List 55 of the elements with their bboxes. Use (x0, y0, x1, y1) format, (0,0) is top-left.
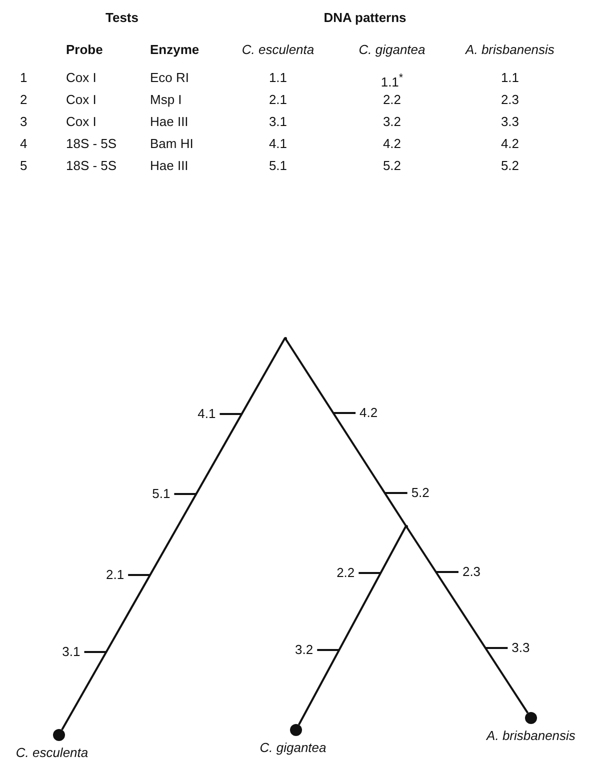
mutation-label: 4.1 (198, 406, 216, 422)
row-number: 5 (20, 158, 28, 174)
mutation-label: 2.1 (106, 567, 124, 583)
mutation-label: 3.1 (62, 644, 80, 660)
table-cell: 18S - 5S (66, 136, 117, 152)
table-cell: Cox I (66, 114, 96, 130)
tree-branch (284, 337, 407, 527)
table-cell: Msp I (150, 92, 182, 108)
tree-branch (61, 338, 286, 730)
table-cell: 2.3 (500, 92, 520, 108)
group-heading: DNA patterns (324, 10, 406, 26)
table-cell: 2.1 (268, 92, 288, 108)
table-cell: Eco RI (150, 70, 190, 86)
table-cell: 5.2 (500, 158, 520, 174)
table-cell: Bam HI (150, 136, 194, 152)
table-cell: Cox I (66, 92, 96, 108)
species-label: C. gigantea (260, 740, 326, 755)
table-cell: 4.2 (500, 136, 520, 152)
row-number: 2 (20, 92, 28, 108)
group-heading: Tests (106, 10, 138, 26)
table-cell-text: 1.1$^{*}$ (380, 71, 404, 90)
column-heading: A. brisbanensis (466, 42, 554, 58)
row-number: 1 (20, 70, 28, 86)
table-cell: 3.1 (268, 114, 288, 130)
row-number: 3 (20, 114, 28, 130)
table-cell: 2.2 (382, 92, 402, 108)
column-heading: Probe (66, 42, 103, 58)
table-cell: 18S - 5S (66, 158, 117, 174)
table-cell: 5.1 (268, 158, 288, 174)
table-cell: 3.2 (382, 114, 402, 130)
mutation-label: 4.2 (360, 405, 378, 421)
species-label: C. esculenta (16, 745, 88, 760)
mutation-label: 3.2 (295, 642, 314, 658)
mutation-label: 2.2 (336, 565, 355, 581)
column-heading: Enzyme (150, 42, 200, 58)
tree-branch (405, 525, 529, 714)
column-heading: C. gigantea (358, 42, 426, 58)
species-label: A. brisbanensis (486, 728, 576, 743)
table-cell: Hae III (150, 114, 188, 130)
table-cell: 1.1 (268, 70, 288, 86)
table-cell: 4.2 (382, 136, 402, 152)
table-cell: 5.2 (382, 158, 402, 174)
tree-branch (298, 526, 407, 726)
row-number: 4 (20, 136, 28, 152)
table-cell: 4.1 (268, 136, 288, 152)
mutation-label: 2.3 (462, 564, 481, 580)
column-heading: C. esculenta (242, 42, 314, 58)
mutation-label: 5.1 (152, 486, 170, 502)
table-cell: Cox I (66, 70, 96, 86)
table-cell: 3.3 (500, 114, 520, 130)
branch-point (284, 336, 286, 340)
mutation-label: 5.2 (411, 485, 430, 501)
table-cell: 1.1 (500, 70, 520, 86)
table-cell: Hae III (150, 158, 188, 174)
mutation-label: 3.3 (512, 640, 530, 656)
